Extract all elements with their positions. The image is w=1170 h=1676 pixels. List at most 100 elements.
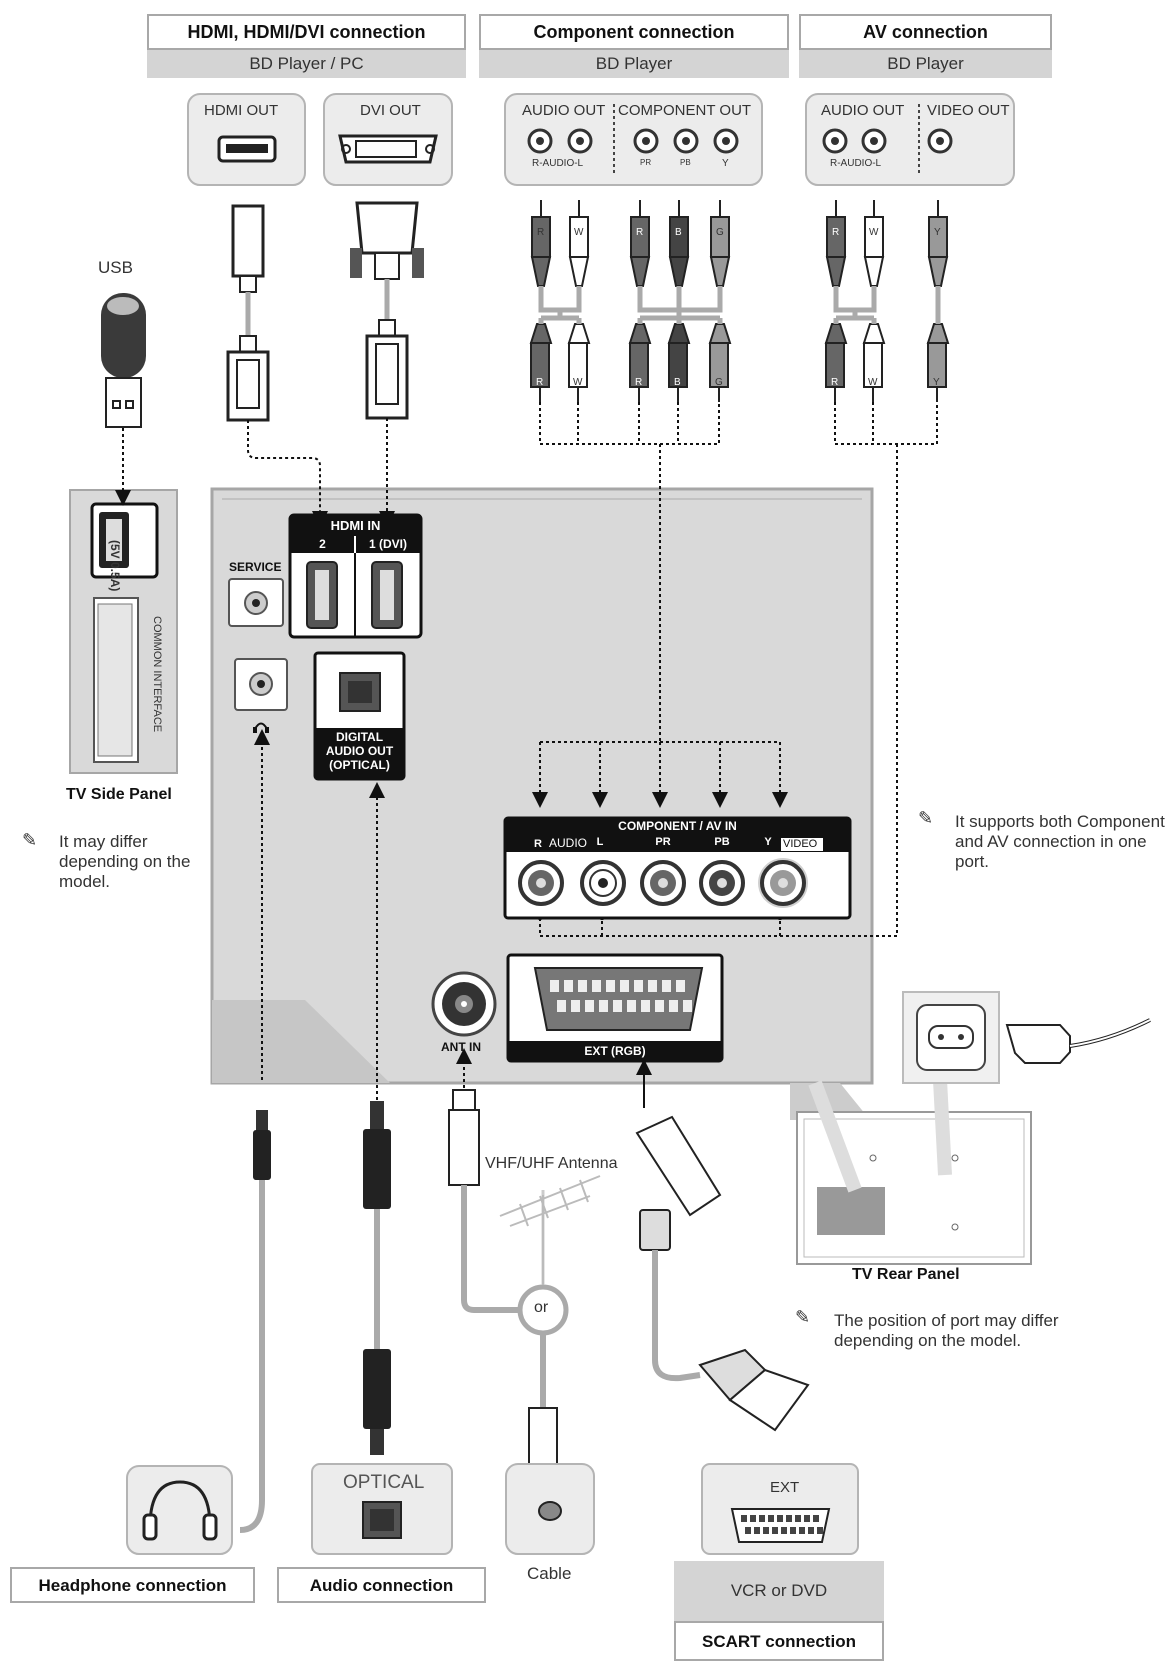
plug-r-lower-2: R <box>635 377 643 388</box>
scart-pin <box>564 980 573 992</box>
scart-pin <box>585 1000 594 1012</box>
scart-pin-small <box>781 1527 787 1534</box>
hdmi-section-subtitle: BD Player / PC <box>147 50 466 78</box>
rear-note-icon: ✎ <box>795 1307 811 1327</box>
scart-pin <box>634 980 643 992</box>
audio-l-label: L <box>596 836 604 848</box>
scart-pin <box>641 1000 650 1012</box>
headphone-device-box <box>126 1465 233 1555</box>
audio-r-label: R <box>534 838 542 850</box>
scart-pin-small <box>745 1527 751 1534</box>
av-rca-cables <box>824 216 950 388</box>
plug-w-upper-av: W <box>869 227 879 238</box>
vcr-dvd-label: VCR or DVD <box>674 1561 884 1621</box>
component-av-note: It supports both Component and AV connec… <box>955 812 1165 871</box>
plug-r-lower-1: R <box>536 377 544 388</box>
av-r-audio-l-label: R-AUDIO-L <box>830 158 882 169</box>
scart-pin-small <box>754 1527 760 1534</box>
scart-pin-small <box>804 1515 810 1522</box>
scart-device-port <box>730 1508 831 1543</box>
scart-pin-small <box>772 1527 778 1534</box>
audio-label: AUDIO <box>548 836 587 850</box>
antenna-icon <box>499 1175 601 1285</box>
usb-port-label: (5V 0.5A) <box>108 540 122 592</box>
usb-label: USB <box>98 258 133 277</box>
cable-label: Cable <box>527 1564 572 1583</box>
tv-panel-shade <box>212 1000 390 1083</box>
scart-pin <box>683 1000 692 1012</box>
plug-r-upper-1: R <box>537 227 545 238</box>
scart-pin-small <box>795 1515 801 1522</box>
ant-in-port <box>431 971 497 1037</box>
hdmi-out-label: HDMI OUT <box>204 102 279 119</box>
power-plug-icon <box>1005 1018 1151 1064</box>
side-panel-note: It may differ depending on the model. <box>59 832 191 891</box>
component-av-note-icon: ✎ <box>918 808 934 828</box>
scart-pin-small <box>790 1527 796 1534</box>
scart-pin <box>557 1000 566 1012</box>
scart-pin-small <box>768 1515 774 1522</box>
hdmi-2-label: 2 <box>319 537 326 551</box>
component-out-label: COMPONENT OUT <box>618 102 752 119</box>
plug-w-lower-1: W <box>573 377 583 388</box>
scart-cable <box>635 1059 810 1432</box>
plug-y-upper-av: Y <box>934 227 941 238</box>
hdmi-in-label: HDMI IN <box>330 518 381 533</box>
antenna-cable <box>448 1048 569 1489</box>
scart-pin <box>613 1000 622 1012</box>
scart-pin <box>599 1000 608 1012</box>
scart-pin <box>550 980 559 992</box>
scart-pin <box>669 1000 678 1012</box>
component-av-jacks <box>518 858 808 908</box>
component-av-in-label: COMPONENT / AV IN <box>618 819 737 833</box>
plug-r-lower-av: R <box>831 377 839 388</box>
scart-pin-small <box>813 1515 819 1522</box>
scart-pin <box>662 980 671 992</box>
scart-pin <box>592 980 601 992</box>
scart-pin-small <box>741 1515 747 1522</box>
component-r-audio-l-label: R-AUDIO-L <box>532 158 584 169</box>
service-label: SERVICE <box>229 560 282 574</box>
rear-position-note: The position of port may differ dependin… <box>834 1311 1059 1350</box>
plug-w-lower-av: W <box>868 377 878 388</box>
scart-pin-small <box>799 1527 805 1534</box>
plug-w-upper-1: W <box>574 227 584 238</box>
plug-b-upper: B <box>675 227 682 238</box>
av-section-subtitle: BD Player <box>799 50 1052 78</box>
scart-pin <box>655 1000 664 1012</box>
hdmi-1-dvi-label: 1 (DVI) <box>368 537 407 551</box>
scart-pin-small <box>808 1527 814 1534</box>
plug-r-upper-2: R <box>636 227 644 238</box>
component-rca-cables <box>529 216 732 388</box>
plug-g-lower: G <box>715 377 723 388</box>
scart-pin <box>606 980 615 992</box>
av-audio-out-label: AUDIO OUT <box>821 102 905 119</box>
component-audio-out-label: AUDIO OUT <box>522 102 606 119</box>
panel-pr-label: PR <box>655 836 671 848</box>
video-label: VIDEO <box>783 838 818 850</box>
component-out-box <box>504 93 763 186</box>
or-label: or <box>534 1299 549 1316</box>
rear-panel-caption: TV Rear Panel <box>852 1266 960 1283</box>
component-pb-label: PB <box>680 158 691 167</box>
av-video-out-label: VIDEO OUT <box>927 102 1010 119</box>
side-panel-caption: TV Side Panel <box>66 786 172 803</box>
plug-y-lower-av: Y <box>933 377 940 388</box>
av-section-title: AV connection <box>799 14 1052 50</box>
component-section-subtitle: BD Player <box>479 50 789 78</box>
scart-pin <box>627 1000 636 1012</box>
common-interface-label: COMMON INTERFACE <box>151 616 163 733</box>
scart-pin <box>620 980 629 992</box>
dvi-out-label: DVI OUT <box>360 102 421 119</box>
hdmi-cable <box>226 204 270 422</box>
headphones-icon <box>142 1480 218 1541</box>
scart-pin-small <box>750 1515 756 1522</box>
audio-connection-title: Audio connection <box>277 1567 486 1603</box>
plug-r-upper-av: R <box>832 227 840 238</box>
scart-connection-title: SCART connection <box>674 1621 884 1661</box>
cable-port-icon <box>538 1501 562 1521</box>
component-y-label: Y <box>722 158 729 169</box>
optical-device-label: OPTICAL <box>343 1472 425 1493</box>
scart-pins-small <box>741 1515 823 1534</box>
